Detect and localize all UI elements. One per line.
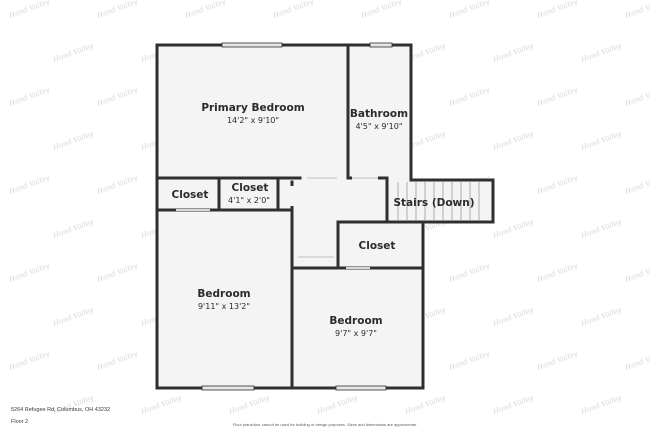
watermark-text: Hand Valley (491, 41, 536, 64)
room-name-bedroom-left: Bedroom (197, 288, 250, 300)
room-name-closet-mid: Closet (232, 182, 269, 194)
watermark-text: Hand Valley (315, 393, 360, 416)
room-name-bathroom: Bathroom (350, 108, 408, 120)
room-name-primary-bedroom: Primary Bedroom (201, 102, 304, 114)
room-dims-primary-bedroom: 14'2" x 9'10" (227, 116, 279, 125)
windows (201, 42, 393, 391)
watermark-text: Hand Valley (579, 217, 624, 240)
watermark-text: Hand Valley (623, 0, 650, 20)
room-labels: Primary Bedroom 14'2" x 9'10" Bathroom 4… (172, 102, 475, 338)
watermark-text: Hand Valley (95, 261, 140, 284)
watermark-text: Hand Valley (51, 305, 96, 328)
watermark-text: Hand Valley (491, 217, 536, 240)
watermark-text: Hand Valley (535, 349, 580, 372)
watermark-text: Hand Valley (95, 85, 140, 108)
watermark-text: Hand Valley (535, 85, 580, 108)
room-dims-bedroom-right: 9'7" x 9'7" (335, 329, 377, 338)
room-name-stairs: Stairs (Down) (393, 197, 474, 209)
watermark-text: Hand Valley (7, 85, 52, 108)
window-primary (221, 42, 283, 48)
watermark-text: Hand Valley (579, 129, 624, 152)
watermark-text: Hand Valley (491, 129, 536, 152)
watermark-text: Hand Valley (95, 0, 140, 20)
room-name-closet-left: Closet (172, 189, 209, 201)
floor-upper (157, 45, 411, 180)
watermark-text: Hand Valley (7, 261, 52, 284)
window-bedroom-left (201, 385, 255, 391)
watermark-text: Hand Valley (51, 217, 96, 240)
watermark-text: Hand Valley (623, 261, 650, 284)
watermark-text: Hand Valley (271, 0, 316, 20)
watermark-text: Hand Valley (7, 349, 52, 372)
property-address: 5264 Refugee Rd, Columbus, OH 43232 (11, 407, 111, 413)
room-name-bedroom-right: Bedroom (329, 315, 382, 327)
watermark-text: Hand Valley (7, 173, 52, 196)
watermark-text: Hand Valley (403, 393, 448, 416)
watermark-text: Hand Valley (491, 305, 536, 328)
watermark-text: Hand Valley (51, 41, 96, 64)
window-bath (369, 42, 393, 48)
watermark-text: Hand Valley (579, 41, 624, 64)
watermark-text: Hand Valley (535, 0, 580, 20)
watermark-text: Hand Valley (579, 305, 624, 328)
watermark-text: Hand Valley (623, 173, 650, 196)
watermark-text: Hand Valley (95, 349, 140, 372)
floor-label: Floor 2 (11, 419, 29, 425)
watermark-text: Hand Valley (7, 0, 52, 20)
floor-fill (157, 45, 493, 388)
watermark-text: Hand Valley (447, 0, 492, 20)
floor-stairs (387, 180, 493, 222)
watermark-text: Hand Valley (95, 173, 140, 196)
watermark-text: Hand Valley (579, 393, 624, 416)
watermark-text: Hand Valley (227, 393, 272, 416)
watermark-text: Hand Valley (359, 0, 404, 20)
floor-lower (157, 180, 423, 388)
watermark-text: Hand Valley (491, 393, 536, 416)
door-marks (176, 177, 378, 269)
watermark-text: Hand Valley (447, 85, 492, 108)
watermark-text: Hand Valley (447, 261, 492, 284)
room-name-closet-right: Closet (359, 240, 396, 252)
watermark-text: Hand Valley (447, 349, 492, 372)
watermark-text: Hand Valley (535, 173, 580, 196)
watermark-text: Hand Valley (623, 85, 650, 108)
room-dims-closet-mid: 4'1" x 2'0" (228, 196, 270, 205)
stairs-treads (397, 182, 480, 220)
watermark-text: Hand Valley (183, 0, 228, 20)
room-dims-bathroom: 4'5" x 9'10" (355, 122, 402, 131)
watermark-text: Hand Valley (51, 129, 96, 152)
watermark-text: Hand Valley (623, 349, 650, 372)
watermark-text: Hand Valley (139, 393, 184, 416)
window-bedroom-right (335, 385, 387, 391)
watermark-text: Hand Valley (535, 261, 580, 284)
room-dims-bedroom-left: 9'11" x 13'2" (198, 302, 250, 311)
disclaimer-note: Floor plans/tour cannot be used for buil… (232, 422, 418, 427)
